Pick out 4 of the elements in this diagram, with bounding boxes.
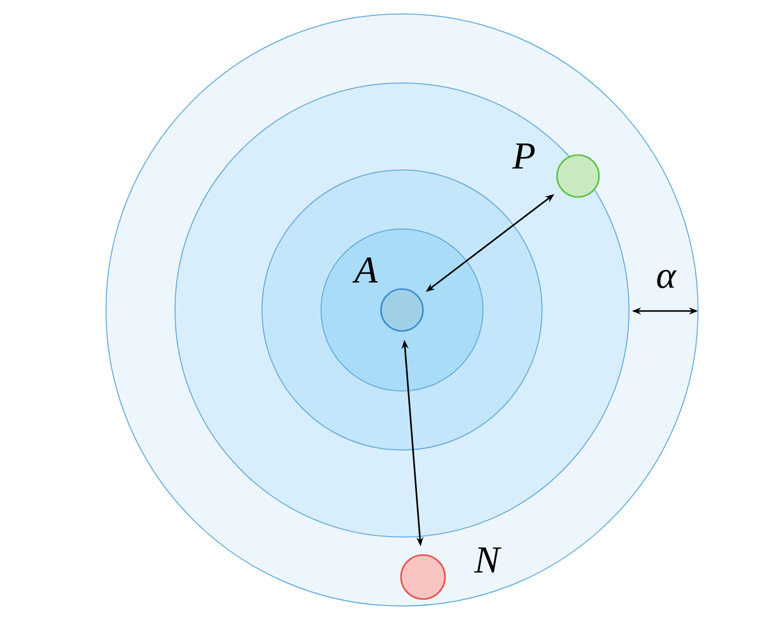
node-label: P bbox=[512, 144, 535, 168]
dimension-label: α bbox=[657, 270, 677, 288]
node-label: N bbox=[474, 548, 502, 572]
node-label: A bbox=[352, 257, 378, 283]
